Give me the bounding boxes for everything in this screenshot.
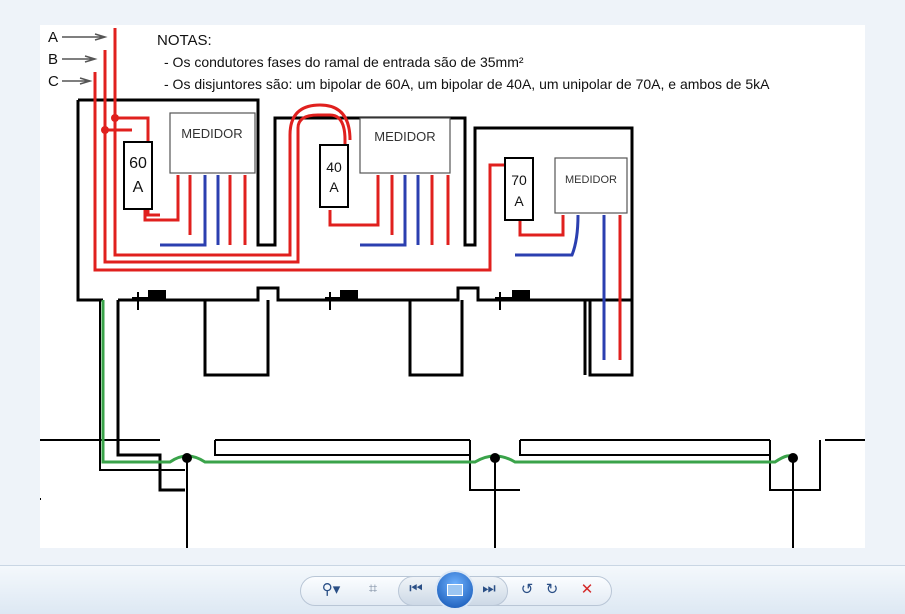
note-2: - Os disjuntores são: um bipolar de 60A,…	[164, 76, 770, 92]
zoom-icon[interactable]: ⚲▾	[321, 581, 341, 598]
meter-3	[554, 157, 628, 214]
delete-icon[interactable]: ✕	[580, 581, 594, 598]
diagram-image: MEDIDOR MEDIDOR MEDIDOR 60 A 40 A 70 A A…	[39, 25, 865, 548]
ground-wire	[101, 300, 795, 464]
slideshow-icon	[447, 584, 463, 596]
phase-label-b: B	[48, 51, 58, 68]
slideshow-button[interactable]	[435, 570, 475, 610]
meter-2	[359, 117, 451, 174]
breaker-unit: A	[514, 193, 524, 209]
box-outline	[76, 100, 590, 492]
wiring-diagram: MEDIDOR MEDIDOR MEDIDOR 60 A 40 A 70 A A…	[39, 28, 865, 548]
breaker-rating: 70	[511, 172, 527, 188]
note-1: - Os condutores fases do ramal de entrad…	[164, 54, 524, 70]
meter-1	[169, 112, 256, 174]
notes-title: NOTAS:	[157, 32, 212, 49]
rotate-ccw-icon[interactable]: ↺	[520, 581, 534, 598]
building-outline	[78, 98, 634, 377]
phase-label-c: C	[48, 73, 59, 90]
meter-label: MEDIDOR	[565, 174, 617, 186]
breaker-rating: 40	[326, 159, 342, 175]
breaker-unit: A	[133, 179, 144, 196]
breaker-rating: 60	[129, 155, 147, 172]
breaker-unit: A	[329, 179, 339, 195]
next-icon[interactable]: ⏭	[482, 580, 496, 597]
meter-label: MEDIDOR	[374, 129, 435, 144]
actual-size-icon[interactable]: ⌗	[368, 580, 378, 597]
viewer-toolbar: ⚲▾ ⌗ ⏮ ⏭ ↺ ↻ ✕	[0, 565, 905, 614]
meter-label: MEDIDOR	[181, 126, 242, 141]
phase-label-a: A	[48, 29, 58, 46]
previous-icon[interactable]: ⏮	[409, 580, 423, 597]
rotate-cw-icon[interactable]: ↻	[545, 581, 559, 598]
ground-line	[39, 300, 865, 500]
